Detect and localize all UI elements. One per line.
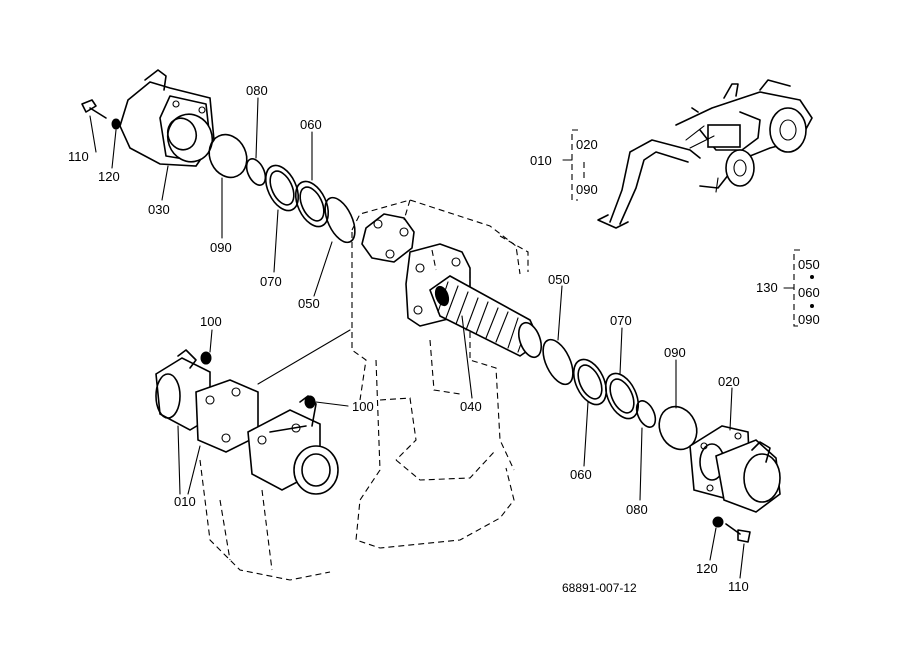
label-080-right: 080 — [626, 502, 648, 517]
label-030: 030 — [148, 202, 170, 217]
legend-130-child-090: 090 — [798, 312, 820, 327]
part-030-housing — [119, 69, 215, 167]
label-050-right: 050 — [548, 272, 570, 287]
label-010-lower: 010 — [174, 494, 196, 509]
label-070-top: 070 — [260, 274, 282, 289]
label-080-top: 080 — [246, 83, 268, 98]
label-100-upper: 100 — [200, 314, 222, 329]
transmission-case-outline — [199, 199, 529, 581]
label-020-right: 020 — [718, 374, 740, 389]
label-090-top: 090 — [210, 240, 232, 255]
part-020-housing — [689, 425, 781, 513]
legend-bracket-130 — [783, 249, 814, 327]
label-110-top: 110 — [68, 149, 89, 164]
label-100-lower: 100 — [352, 399, 374, 414]
part-010-assembly — [155, 329, 351, 495]
label-110-bottom: 110 — [728, 579, 749, 594]
part-110-bolt-bottom — [712, 516, 751, 543]
top-seal-stack — [208, 133, 356, 244]
label-070-right: 070 — [610, 313, 632, 328]
label-050-top: 050 — [298, 296, 320, 311]
leader-lines — [89, 97, 745, 579]
label-060-right: 060 — [570, 467, 592, 482]
label-120-top: 120 — [98, 169, 120, 184]
part-110-bolt-top — [81, 99, 121, 130]
label-090-right: 090 — [664, 345, 686, 360]
figure-code: 68891-007-12 — [562, 581, 637, 595]
machine-thumbnail — [597, 79, 813, 229]
label-040: 040 — [460, 399, 482, 414]
legend-130-parent: 130 — [756, 280, 778, 295]
legend-010-parent: 010 — [530, 153, 552, 168]
legend-010-child-090: 090 — [576, 182, 598, 197]
label-120-bottom: 120 — [696, 561, 718, 576]
legend-130-child-060: 060 — [798, 285, 820, 300]
label-060-top: 060 — [300, 117, 322, 132]
legend-130-child-050: 050 — [798, 257, 820, 272]
part-040-shaft — [429, 275, 543, 359]
legend-bracket-010 — [562, 129, 585, 201]
right-seal-stack — [542, 338, 698, 451]
legend-010-child-020: 020 — [576, 137, 598, 152]
